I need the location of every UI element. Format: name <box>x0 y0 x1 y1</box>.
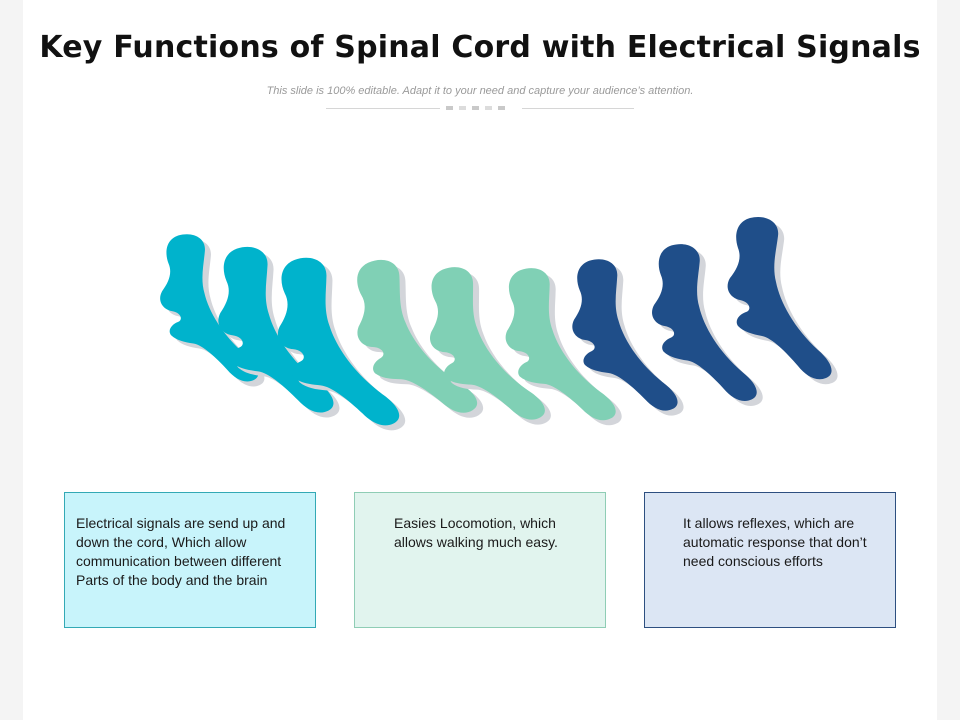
info-box-signals: Electrical signals are send up and down … <box>64 492 316 628</box>
divider-dots <box>446 106 505 111</box>
info-text-locomotion: Easies Locomotion, which allows walking … <box>394 515 558 550</box>
divider-right <box>522 108 634 109</box>
info-box-reflexes: It allows reflexes, which are automatic … <box>644 492 896 628</box>
page-title: Key Functions of Spinal Cord with Electr… <box>39 30 921 65</box>
page-subtitle: This slide is 100% editable. Adapt it to… <box>266 85 694 97</box>
info-text-reflexes: It allows reflexes, which are automatic … <box>683 515 867 569</box>
info-box-locomotion: Easies Locomotion, which allows walking … <box>354 492 606 628</box>
divider-left <box>326 108 440 109</box>
info-text-signals: Electrical signals are send up and down … <box>76 515 286 588</box>
